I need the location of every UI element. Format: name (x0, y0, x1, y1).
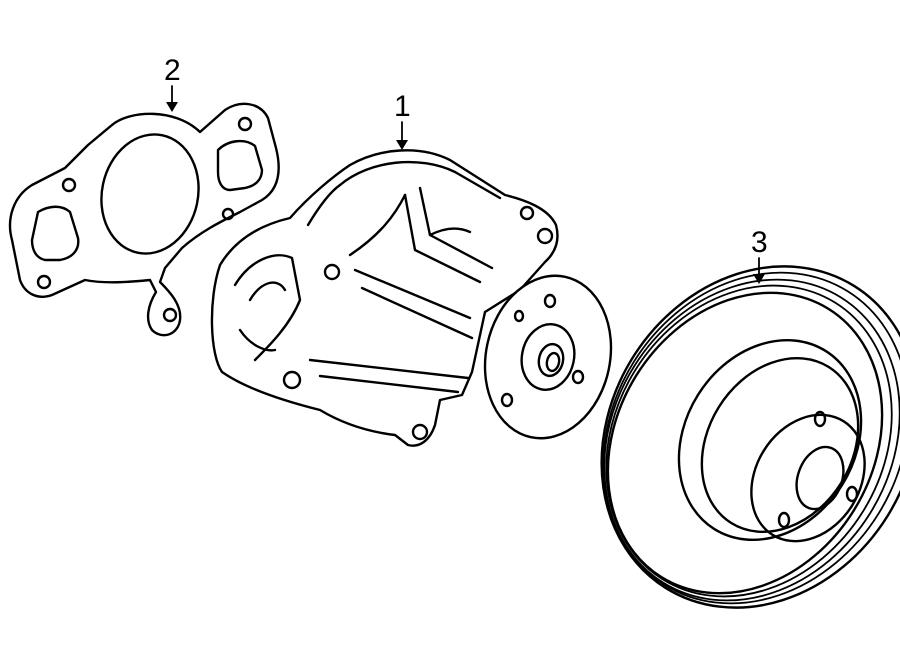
callout-3: 3 (751, 226, 768, 284)
callout-1-number: 1 (394, 90, 411, 123)
callout-3-number: 3 (751, 226, 768, 259)
gasket-part (8, 102, 280, 337)
callout-2: 2 (164, 54, 181, 112)
callout-1: 1 (394, 90, 411, 150)
callout-2-arrow (166, 102, 178, 112)
callout-2-number: 2 (164, 54, 181, 87)
pulley-part (600, 265, 900, 609)
water-pump-part (210, 149, 613, 447)
callout-1-arrow (396, 140, 408, 150)
callout-3-arrow (753, 274, 765, 284)
